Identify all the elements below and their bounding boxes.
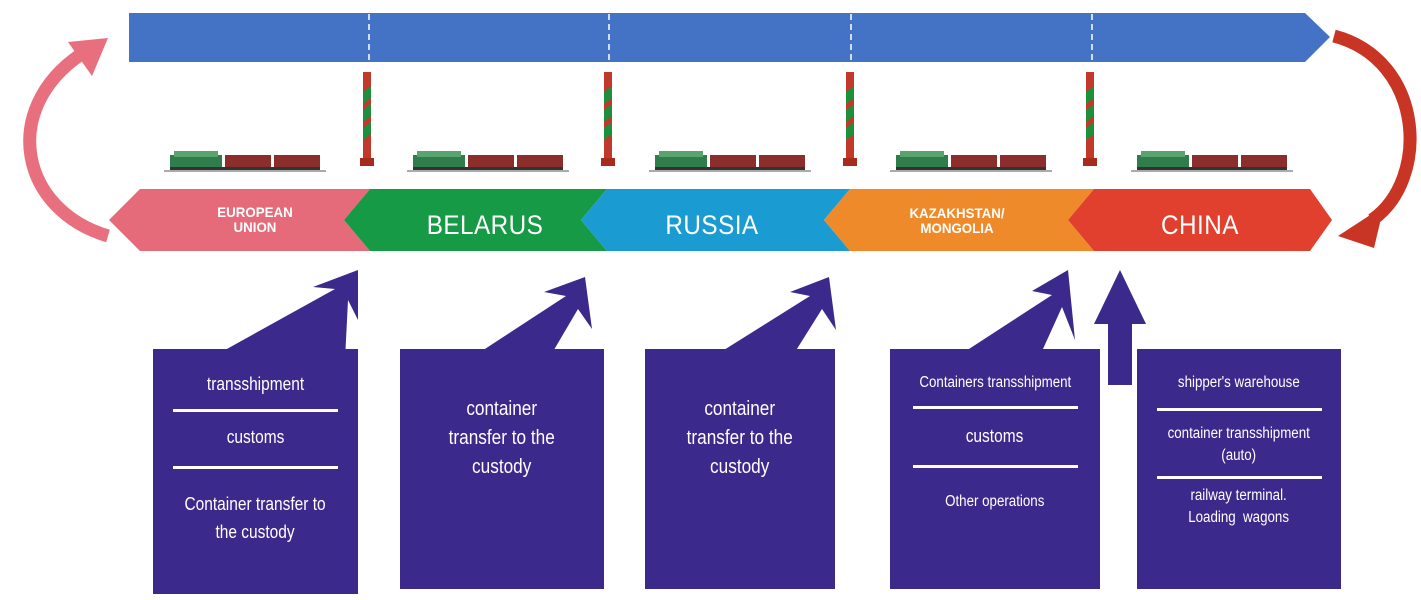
operation-item: customs [966,425,1024,446]
loop-arrow-right [1332,29,1417,226]
pointer-eu [207,270,358,360]
operations-box-belarus: container transfer to the custody [400,349,604,589]
segment-belarus [344,189,607,251]
train-russia [648,150,812,172]
segment-russia [581,189,850,251]
operation-item: Container transfer to the custody [184,493,327,542]
country-label-kz: KAZAKHSTAN/ MONGOLIA [909,205,1005,236]
divider [912,464,1078,468]
country-label-russia: RUSSIA [665,209,759,240]
operations-box-russia: container transfer to the custody [645,349,835,589]
loop-arrow-left-head [68,38,108,76]
country-label-china: CHINA [1161,209,1239,240]
border-signal [843,72,857,166]
operation-item: container transshipment (auto) [1167,424,1311,465]
train-belarus [406,150,570,172]
operation-item: shipper's warehouse [1178,374,1300,391]
operation-item: customs [226,426,285,447]
train-eu [163,150,327,172]
operation-item: container transfer to the custody [448,398,556,478]
country-label-belarus: BELARUS [426,209,544,240]
segment-eu [109,189,370,251]
border-signal [360,72,374,166]
pointer-belarus [468,277,592,360]
pointer-russia [708,277,836,360]
operation-item: container transfer to the custody [686,398,794,478]
loop-arrow-left [23,49,110,243]
operations-box-china: shipper's warehouse container transshipm… [1137,349,1341,589]
border-signal [1083,72,1097,166]
operation-item: Other operations [945,492,1045,510]
operation-item: Containers transshipment [919,374,1071,391]
operations-box-kz: Containers transshipment customs Other o… [890,349,1100,589]
divider [173,465,338,469]
divider [912,405,1078,409]
operation-item: transshipment [206,374,305,394]
operation-item: railway terminal. Loading wagons [1188,486,1290,527]
top-route-bar [129,13,1330,62]
operations-box-eu: transshipment customs Container transfer… [153,349,358,594]
segment-kz [824,189,1094,251]
segment-china [1068,189,1332,251]
divider [1156,475,1322,479]
border-signal [601,72,615,166]
pointer-china [1094,270,1146,385]
pointer-kz [952,270,1075,360]
loop-arrow-right-head [1338,206,1384,248]
divider [1156,407,1322,411]
train-kz [889,150,1053,172]
divider [173,408,338,412]
train-china [1130,150,1294,172]
country-label-eu: EUROPEAN UNION [217,204,293,235]
